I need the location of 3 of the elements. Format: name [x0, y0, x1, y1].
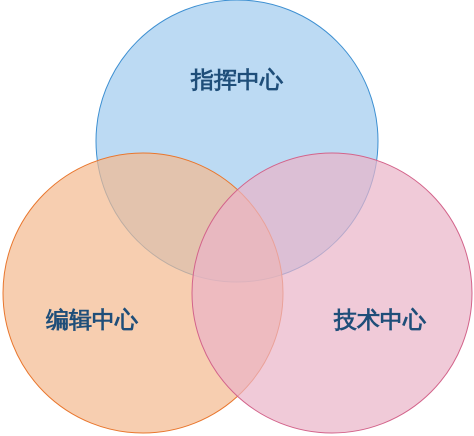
circle-label: 指挥中心 [191, 66, 283, 96]
circle-label: 编辑中心 [46, 306, 138, 336]
circle-label: 技术中心 [334, 306, 426, 336]
